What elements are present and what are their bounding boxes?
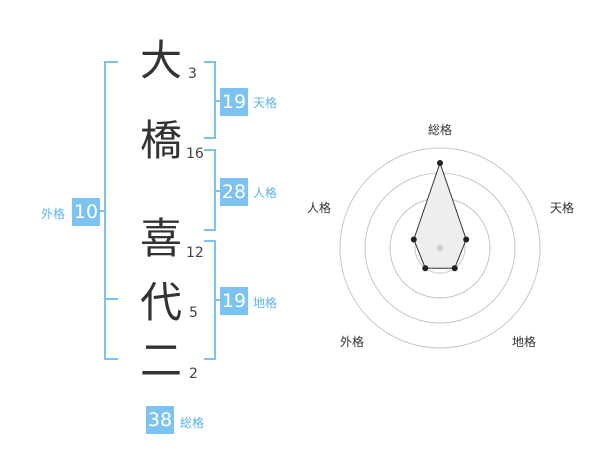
gaikaku-connector: [100, 210, 104, 212]
radar-shape: [413, 161, 467, 269]
stroke-count-3: 12: [186, 245, 204, 261]
name-char-3: 喜: [139, 214, 182, 263]
tenkaku-label: 天格: [253, 96, 278, 110]
chikaku-label: 地格: [253, 296, 278, 310]
chikaku-bracket: [204, 240, 216, 360]
name-char-4: 代: [139, 278, 182, 327]
name-char-5: 二: [139, 336, 182, 385]
soukaku-label: 総格: [180, 416, 205, 430]
radar-ring-4: [339, 147, 541, 349]
stroke-count-5: 2: [189, 366, 198, 382]
radar-axis-label-jinkaku: 人格: [307, 200, 331, 215]
gaikaku-label: 外格: [41, 207, 66, 221]
radar-axis-label-tenkaku: 天格: [550, 200, 574, 215]
radar-points: [410, 160, 470, 272]
chikaku-connector: [216, 299, 220, 301]
radar-point-2: [451, 265, 458, 272]
jinkaku-bracket: [204, 149, 216, 231]
gaikaku-split-mark: [104, 298, 118, 300]
gaikaku-bracket: [104, 61, 118, 360]
radar-axis-label-soukaku: 総格: [428, 122, 452, 137]
gaikaku-value: 10: [72, 198, 100, 226]
tenkaku-connector: [216, 100, 220, 102]
radar-center-dot: [437, 245, 443, 251]
jinkaku-connector: [216, 190, 220, 192]
tenkaku-value: 19: [220, 88, 248, 116]
stroke-count-1: 3: [188, 66, 197, 82]
stroke-count-2: 16: [186, 146, 204, 162]
radar-point-0: [437, 160, 443, 166]
name-char-1: 大: [139, 36, 182, 85]
jinkaku-label: 人格: [253, 186, 278, 200]
radar-point-4: [410, 236, 417, 243]
radar-point-3: [422, 265, 429, 272]
stroke-count-4: 5: [189, 305, 198, 321]
name-char-2: 橋: [139, 116, 182, 165]
radar-point-1: [463, 236, 470, 243]
radar-axis-label-gaikaku: 外格: [340, 334, 364, 349]
radar-axis-label-chikaku: 地格: [512, 334, 536, 349]
soukaku-value: 38: [146, 406, 174, 434]
jinkaku-value: 28: [220, 178, 248, 206]
chikaku-value: 19: [220, 287, 248, 315]
tenkaku-bracket: [204, 61, 216, 139]
